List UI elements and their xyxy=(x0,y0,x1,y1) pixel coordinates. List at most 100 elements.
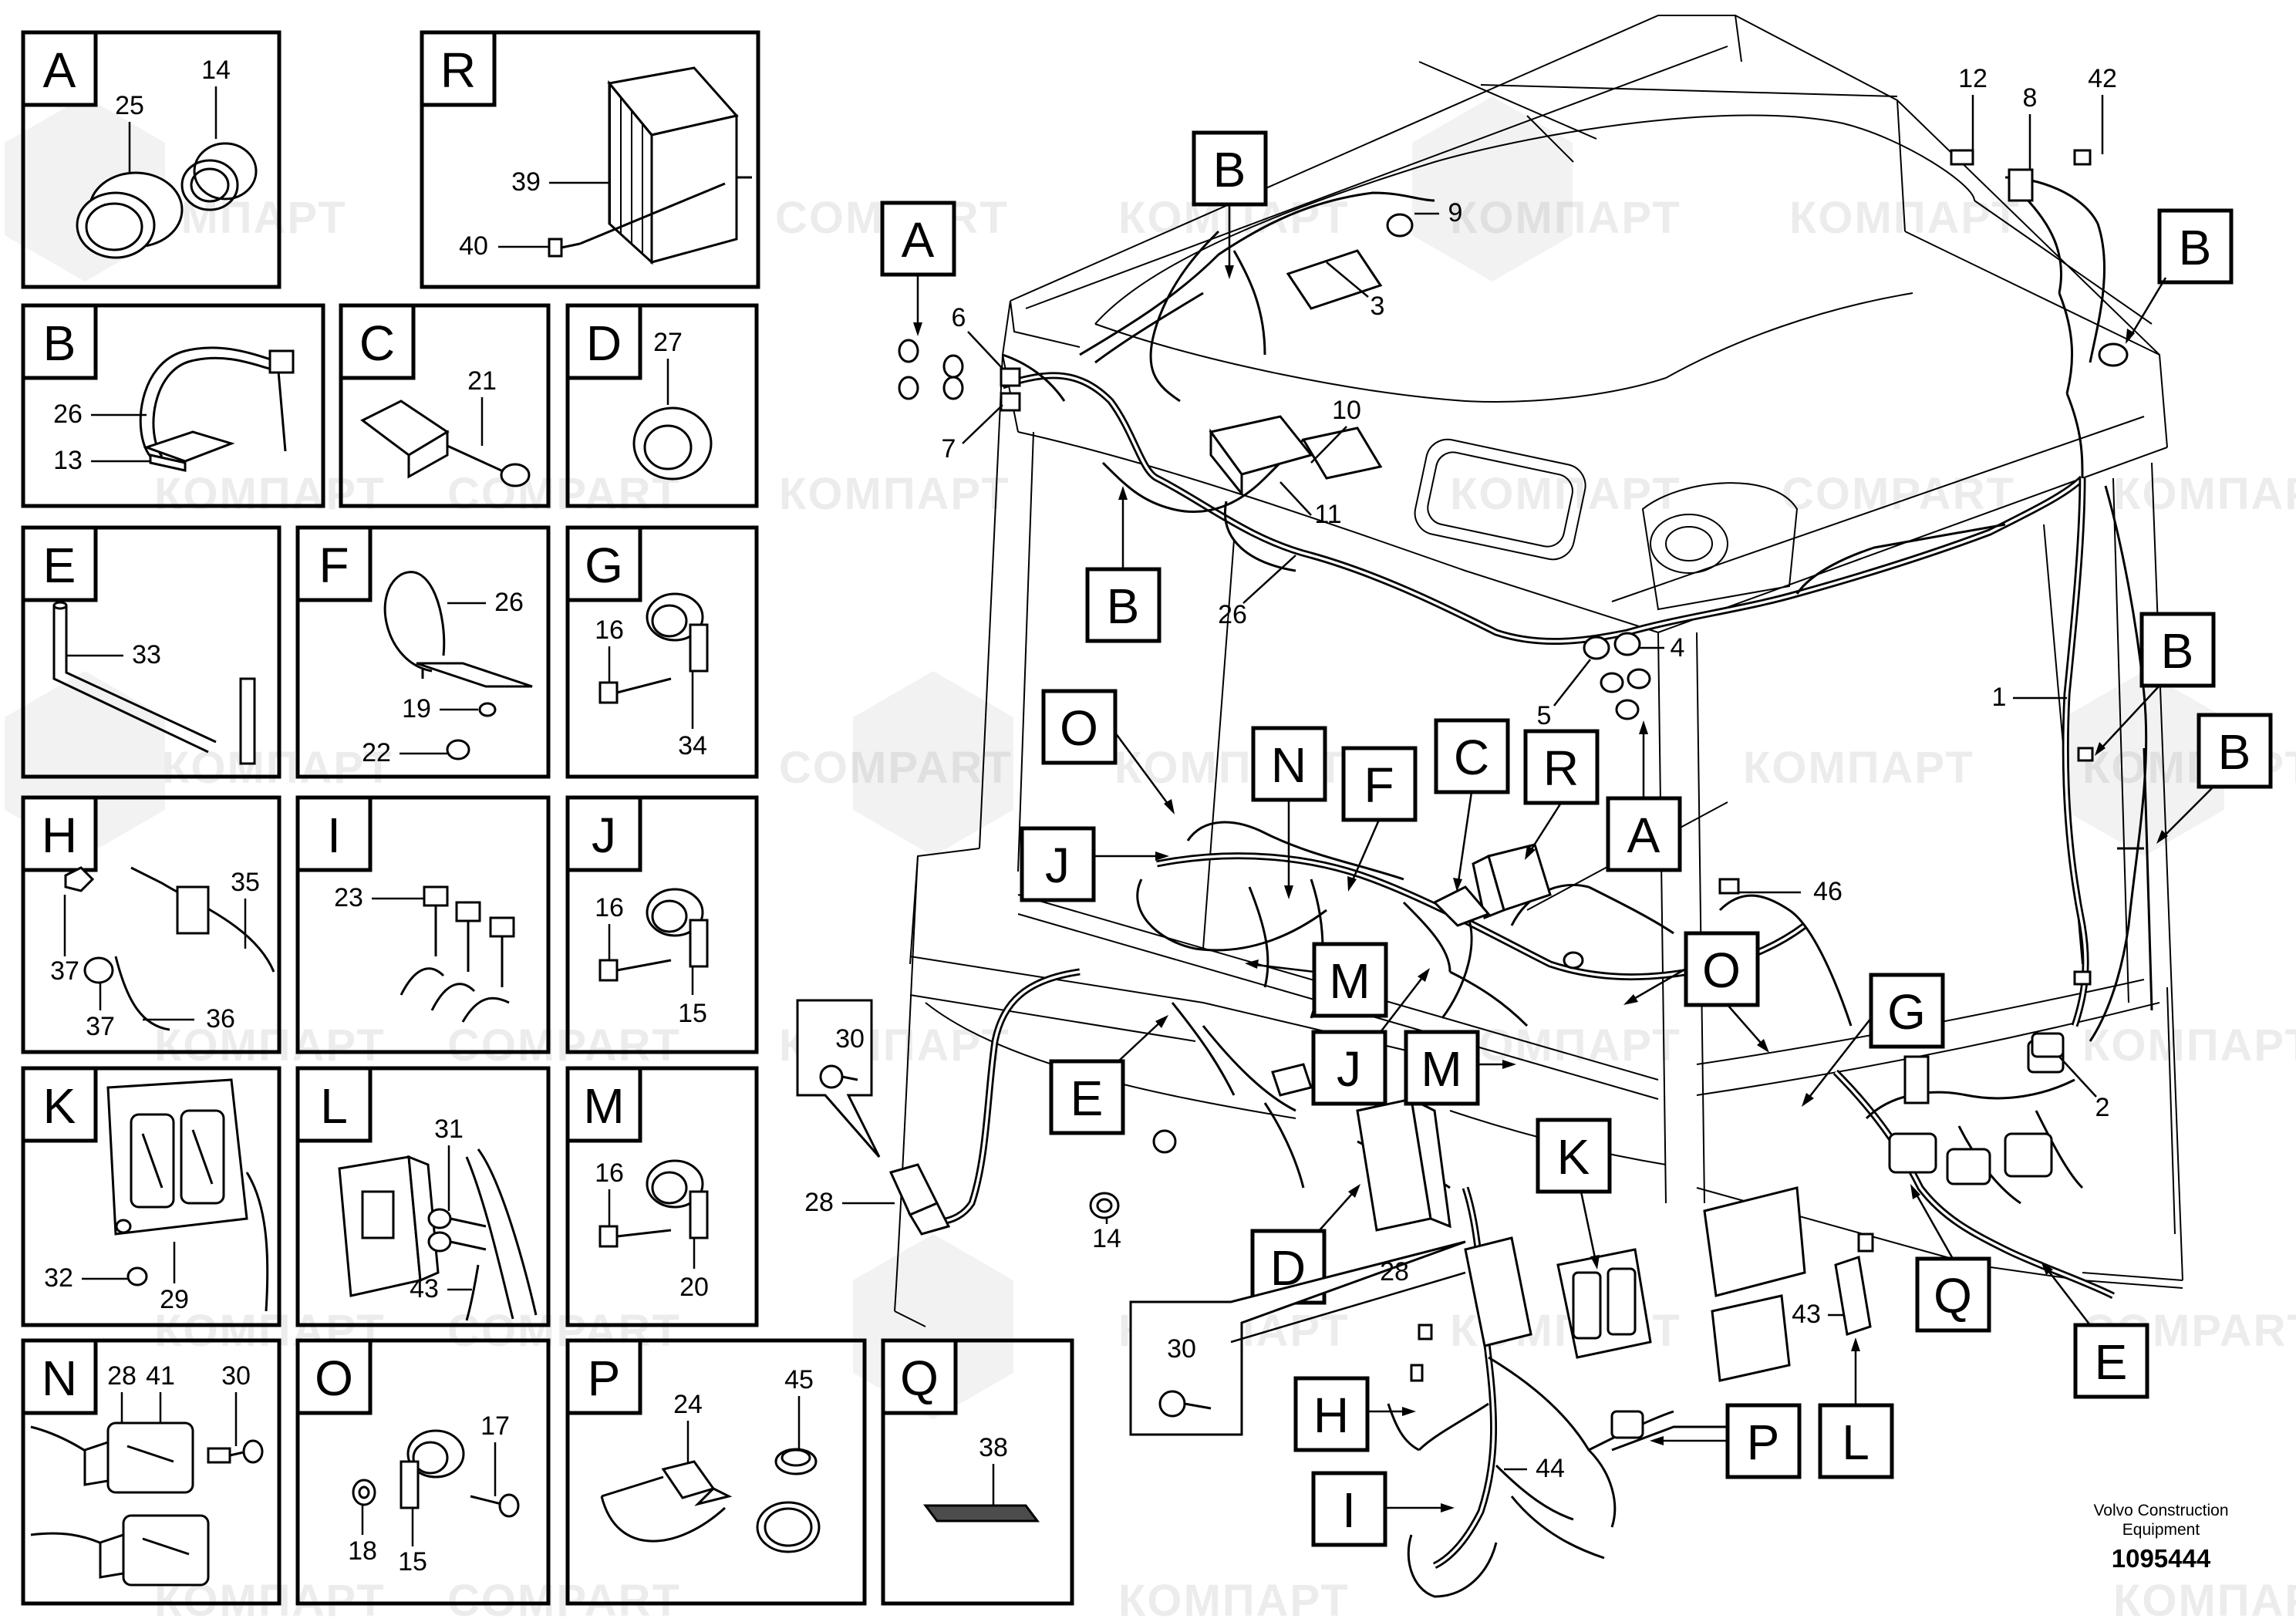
part-number: 8 xyxy=(2023,83,2038,113)
callout-letter: M xyxy=(1329,953,1370,1009)
part-number: 27 xyxy=(653,328,683,357)
inset-c: C 21 xyxy=(339,303,551,508)
part-number: 33 xyxy=(132,640,161,669)
part-number: 30 xyxy=(1167,1334,1196,1364)
module-icon xyxy=(1356,1097,1451,1232)
control-unit-icon xyxy=(1472,843,1552,920)
cable-lug-icon xyxy=(427,1208,487,1321)
cable-tie-icon xyxy=(600,1460,733,1543)
callout-box xyxy=(1869,973,1945,1049)
part-number: 43 xyxy=(410,1274,439,1303)
clip-icon xyxy=(2073,970,2092,986)
callout-letter: J xyxy=(1045,838,1070,893)
callout-letter: B xyxy=(1213,142,1246,197)
part-number: 19 xyxy=(402,694,431,723)
screw-icon xyxy=(548,182,726,258)
inset-letter: R xyxy=(440,42,476,98)
connector-plate-icon xyxy=(106,1078,269,1312)
connector-icon xyxy=(1610,1410,1644,1439)
watermark-text: COMPART xyxy=(779,743,1013,793)
inset-k: K 32 29 xyxy=(21,1066,282,1327)
connector-icon xyxy=(1152,1063,1313,1154)
callout-box xyxy=(1020,826,1096,902)
part-number: 20 xyxy=(679,1273,709,1302)
ecu-icon xyxy=(1703,1186,1806,1382)
lamp-icon xyxy=(1286,213,1414,310)
part-number: 43 xyxy=(1792,1300,1821,1329)
part-number: 30 xyxy=(835,1024,865,1054)
callout-letter: B xyxy=(2218,724,2251,780)
relay-connector-icon xyxy=(360,400,531,487)
grommet-icon xyxy=(1089,1192,1120,1219)
p-clip-icon xyxy=(646,888,709,968)
part-number: 13 xyxy=(53,446,83,475)
watermark-text: КОМПАРТ xyxy=(2113,469,2296,519)
callout-boxes: B A B B B B xyxy=(880,130,2273,1547)
grommet-icon xyxy=(632,406,713,481)
part-number: 16 xyxy=(595,615,624,645)
part-number: 46 xyxy=(1813,877,1843,906)
inset-f: F 26 19 22 xyxy=(295,525,551,779)
watermark-text: КОМПАРТ xyxy=(2082,1020,2296,1071)
inset-letter: O xyxy=(315,1351,353,1406)
clip-icon xyxy=(2077,747,2094,762)
callout-letter: K xyxy=(1557,1129,1590,1185)
clip-icon xyxy=(2031,1032,2065,1058)
callout-box xyxy=(1312,942,1388,1018)
callout-box xyxy=(2139,612,2216,688)
inset-letter: H xyxy=(42,808,77,863)
screw-icon xyxy=(598,1225,672,1248)
inset-q: Q 38 xyxy=(881,1338,1074,1606)
inset-letter: P xyxy=(588,1351,621,1406)
watermark-text: КОМПАРТ xyxy=(1450,193,1681,243)
control-unit-icon xyxy=(607,66,752,265)
callout-letter: R xyxy=(1543,740,1579,796)
part-number: 16 xyxy=(595,893,624,922)
components xyxy=(888,149,2153,1439)
part-number: 38 xyxy=(979,1433,1008,1462)
hose-clamp-icon xyxy=(756,1448,821,1553)
inset-letter: E xyxy=(43,538,76,593)
part-number: 31 xyxy=(434,1114,464,1144)
part-number: 28 xyxy=(107,1361,137,1391)
screw-icon xyxy=(1158,1390,1212,1418)
callout-letter: A xyxy=(902,212,935,268)
part-number: 14 xyxy=(1092,1224,1121,1253)
watermark-text: КОМПАРТ xyxy=(154,469,386,519)
callout-letter: G xyxy=(1887,984,1926,1040)
callout-box xyxy=(1684,931,1760,1007)
inset-a: A 25 14 xyxy=(21,30,282,289)
part-number: 6 xyxy=(952,303,966,332)
callout-letter: A xyxy=(1627,808,1660,863)
callout-letter: Q xyxy=(1934,1268,1972,1324)
inset-m: M 16 20 xyxy=(565,1066,759,1327)
inset-letter: N xyxy=(42,1351,77,1406)
rod-icon xyxy=(2143,747,2153,1011)
roof-unit-icon xyxy=(1209,415,1383,497)
callout-letter: M xyxy=(1421,1041,1462,1097)
callout-box xyxy=(1434,718,1510,794)
callout-box xyxy=(1536,1118,1612,1194)
part-numbers: 12 8 42 9 3 6 7 10 11 xyxy=(942,64,2117,1483)
callout-letter: E xyxy=(2095,1334,2128,1390)
callout-box xyxy=(1041,689,1118,765)
tape-strip-icon xyxy=(923,1504,1040,1523)
inset-letter: J xyxy=(592,808,616,863)
part-number: 14 xyxy=(201,56,231,85)
callout-letter: L xyxy=(1842,1415,1870,1470)
credit-line: Equipment xyxy=(2122,1521,2200,1539)
part-number: 40 xyxy=(459,231,488,261)
part-number: 26 xyxy=(53,400,83,429)
inset-d: D 27 xyxy=(565,303,759,508)
watermark-logo xyxy=(1412,96,1573,282)
inset-j: J 16 15 xyxy=(565,795,759,1054)
switch-knobs-icon xyxy=(1583,632,1651,720)
inset-n: N 28 41 30 xyxy=(21,1338,282,1606)
part-number: 22 xyxy=(362,738,391,767)
cable-lug-icon xyxy=(64,866,275,1031)
watermark-text: COMPART xyxy=(447,1576,681,1622)
callout-letter: J xyxy=(1337,1041,1361,1097)
callout-letter: H xyxy=(1313,1388,1349,1443)
part-number: 28 xyxy=(804,1188,834,1217)
callout-letter: I xyxy=(1342,1482,1356,1538)
